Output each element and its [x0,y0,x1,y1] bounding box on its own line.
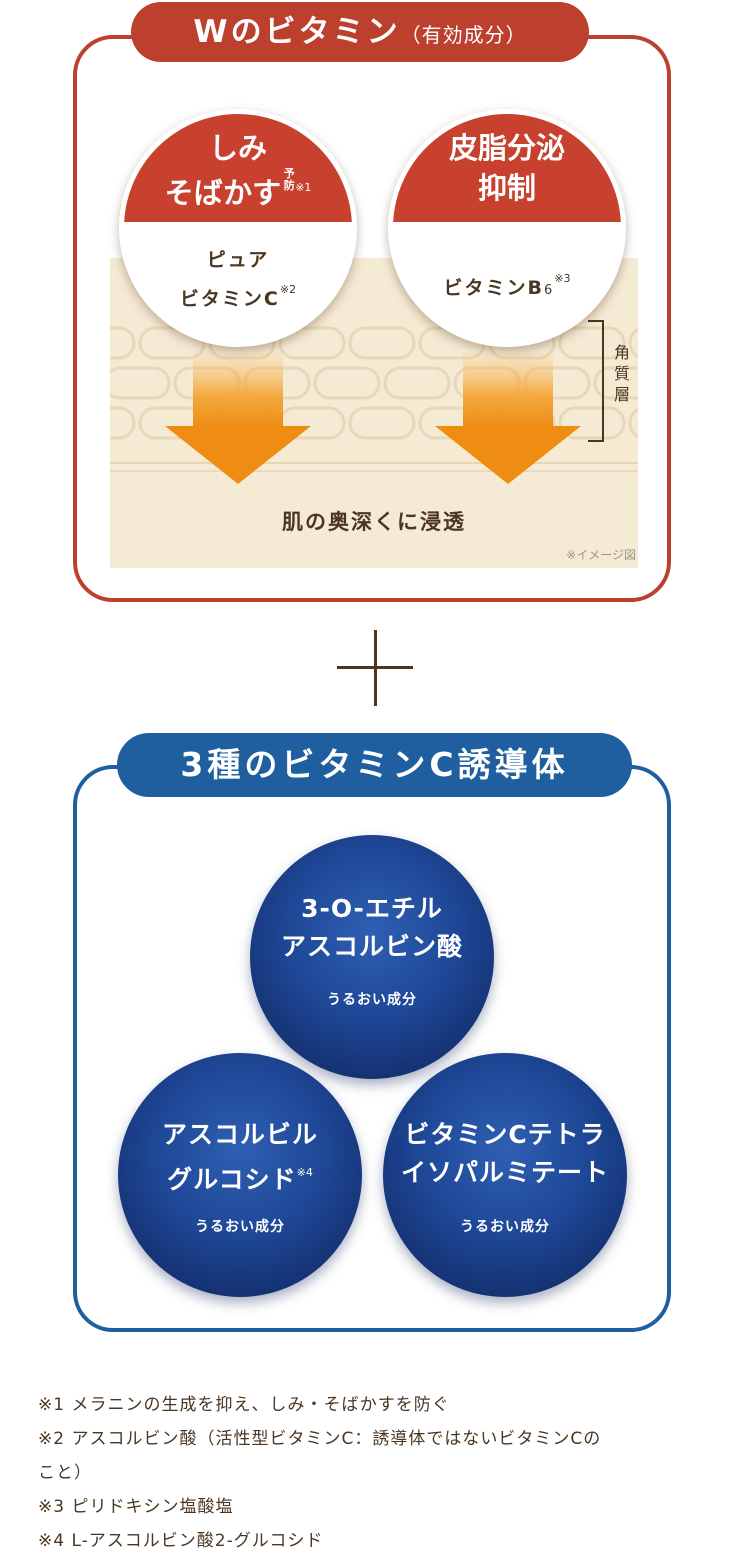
section-title-sub: （有効成分） [400,23,527,47]
footnote-mark-4: ※4 [296,1166,313,1179]
footnote-3: ※3 ピリドキシン塩酸塩 [38,1497,234,1517]
skin-layer-diagram [110,326,638,484]
skin-cell [558,406,626,440]
orb-name-line1: アスコルビル [161,1120,318,1149]
orb-role: うるおい成分 [195,1219,285,1235]
plus-icon-vertical [374,630,377,706]
effect-line2-text: そばかす [164,176,282,210]
skin-cell [558,326,626,360]
skin-cell [110,366,171,400]
orb-name-line2: グルコシド※4 [118,1154,362,1199]
skin-illustration [110,258,638,568]
stratum-bracket [588,320,604,442]
effect-line2: そばかす予防※1 [124,168,352,213]
skin-cell [313,366,381,400]
skin-cell [593,366,638,400]
orb-role: うるおい成分 [460,1219,550,1235]
effect-small-label: 予防 [283,168,295,192]
skin-cell [138,326,206,360]
skin-cell [110,326,136,360]
ingredient-line1: ピュア [206,249,270,271]
image-note: ※イメージ図 [566,548,636,562]
badge-cap [393,114,621,222]
orb-name-line2: イソパルミテート [400,1158,609,1187]
footnote-1: ※1 メラニンの生成を抑え、しみ・そばかすを防ぐ [38,1395,450,1415]
skin-cell [110,406,136,440]
section-title: 3種のビタミンC誘導体 [180,745,569,784]
wvitamin-title-pill: Wのビタミン（有効成分） [131,2,589,62]
effect-line1: 皮脂分泌 [448,131,565,165]
orb-name-line2: アスコルビン酸 [280,932,463,961]
skin-cell [628,328,638,358]
orb-name-line1: 3-O-エチル [301,894,443,923]
effect-small-text: 予防 [283,167,295,192]
section-title: Wのビタミン [193,14,401,50]
footnote-4: ※4 L-アスコルビン酸2-グルコシド [38,1531,324,1551]
ingredient-line2: ビタミンC※2 [124,275,352,314]
badge-sebum-control: 皮脂分泌 抑制 ビタミンB6※3 [388,109,626,347]
ingredient-line2-text: ビタミンC [179,288,280,310]
footnote-2-cont: こと） [38,1463,92,1483]
badge-cap [124,114,352,222]
footnote-mark-2: ※2 [279,283,297,296]
effect-line1: しみ [208,131,267,165]
effect-line2: 抑制 [477,171,536,205]
skin-cell [348,326,416,360]
footnotes: ※1 メラニンの生成を抑え、しみ・そばかすを防ぐ ※2 アスコルビン酸（活性型ビ… [38,1388,718,1558]
orb-tetraisopalmitate: ビタミンCテトラ イソパルミテート うるおい成分 [383,1053,627,1297]
orb-role: うるおい成分 [327,992,417,1008]
orb-ascorbyl-glucoside: アスコルビル グルコシド※4 うるおい成分 [118,1053,362,1297]
orb-name: 3-O-エチル アスコルビン酸 [250,890,494,966]
footnote-mark-1: ※1 [295,181,312,194]
orb-name: ビタミンCテトラ イソパルミテート [383,1116,627,1192]
orb-name-line2-text: グルコシド [167,1165,297,1194]
badge-effect: 皮脂分泌 抑制 [393,128,621,208]
right-arrow [435,353,581,484]
orb-name: アスコルビル グルコシド※4 [118,1116,362,1199]
badge-effect: しみ そばかす予防※1 [124,128,352,213]
badge-ingredient: ビタミンB6※3 [393,264,621,306]
footnote-2: ※2 アスコルビン酸（活性型ビタミンC：誘導体ではないビタミンCの [38,1429,602,1449]
orb-ethyl-ascorbic-acid: 3-O-エチル アスコルビン酸 うるおい成分 [250,835,494,1079]
stratum-corneum-label: 角質層 [613,343,630,404]
badge-spot-prevention: しみ そばかす予防※1 ピュア ビタミンC※2 [119,109,357,347]
badge-ingredient: ピュア ビタミンC※2 [124,245,352,314]
vitaminc-title-pill: 3種のビタミンC誘導体 [117,733,632,797]
orb-name-line1: ビタミンCテトラ [404,1120,606,1149]
penetration-caption: 肌の奥深くに浸透 [282,510,466,534]
skin-cell [278,326,346,360]
footnote-mark-3: ※3 [554,272,571,285]
left-arrow [165,353,311,484]
ingredient-subscript: 6 [543,283,555,298]
skin-cell [628,408,638,438]
skin-cell [348,406,416,440]
skin-cell [383,366,451,400]
ingredient-text: ビタミンB [443,277,544,299]
